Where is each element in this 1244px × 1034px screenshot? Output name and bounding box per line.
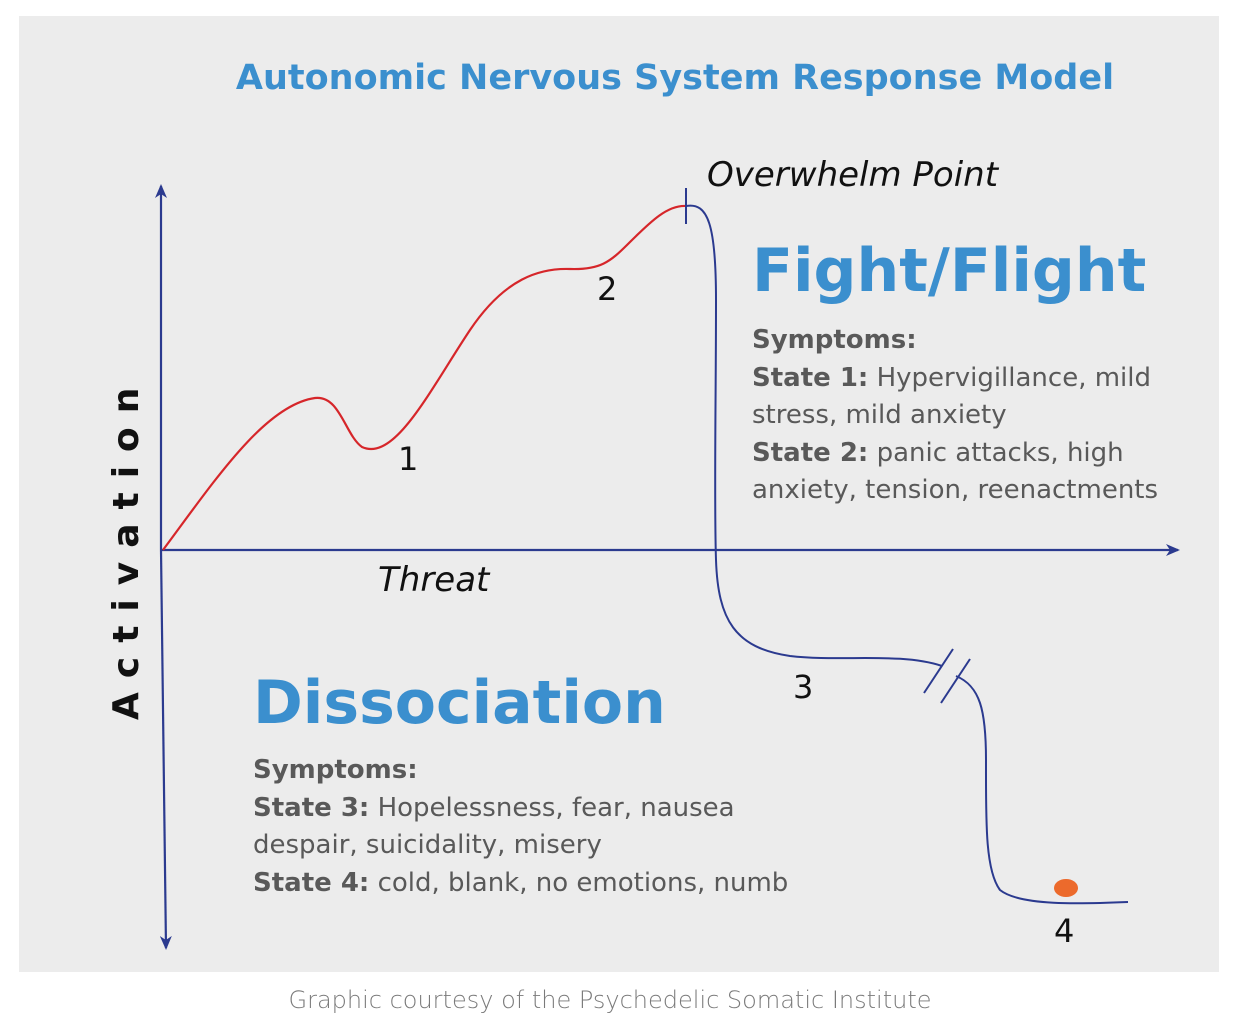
state-number-2: 2	[597, 270, 618, 308]
fight-flight-symptoms: Symptoms: State 1: Hypervigillance, mild…	[752, 322, 1158, 510]
state-number-1: 1	[398, 440, 419, 478]
state-number-4: 4	[1054, 912, 1075, 950]
diagram-panel	[19, 16, 1219, 972]
dis-symptoms-label: Symptoms:	[253, 755, 418, 785]
state-3-text-b: despair, suicidality, misery	[253, 830, 602, 860]
state-1-label: State 1:	[752, 362, 869, 393]
dissociation-curve-lower	[955, 675, 1129, 905]
state-4-label: State 4:	[253, 867, 370, 898]
break-mark-left	[923, 648, 954, 694]
state-4-marker	[1054, 879, 1078, 897]
state-3-label: State 3:	[253, 792, 370, 823]
dissociation-heading: Dissociation	[253, 668, 666, 738]
fight-flight-heading: Fight/Flight	[752, 236, 1147, 306]
x-axis-label: Threat	[378, 560, 490, 600]
y-axis-label: Activation	[106, 373, 147, 720]
state-1-text-a: Hypervigillance, mild	[868, 362, 1151, 393]
diagram-title: Autonomic Nervous System Response Model	[235, 58, 1115, 98]
state-2-label: State 2:	[752, 437, 869, 468]
fight-flight-curve	[162, 204, 687, 551]
dissociation-curve	[685, 204, 943, 667]
state-3-text-a: Hopelessness, fear, nausea	[369, 792, 735, 823]
state-1-text-b: stress, mild anxiety	[752, 400, 1007, 430]
break-mark-right	[940, 658, 971, 704]
overwhelm-point-label: Overwhelm Point	[707, 155, 999, 195]
state-2-text-a: panic attacks, high	[868, 437, 1124, 468]
state-number-3: 3	[793, 668, 814, 706]
dissociation-symptoms: Symptoms: State 3: Hopelessness, fear, n…	[253, 752, 788, 902]
state-2-text-b: anxiety, tension, reenactments	[752, 475, 1159, 505]
state-4-text: cold, blank, no emotions, numb	[369, 867, 789, 898]
credit-line: Graphic courtesy of the Psychedelic Soma…	[288, 986, 932, 1014]
y-axis-down	[159, 549, 172, 950]
ff-symptoms-label: Symptoms:	[752, 325, 917, 355]
